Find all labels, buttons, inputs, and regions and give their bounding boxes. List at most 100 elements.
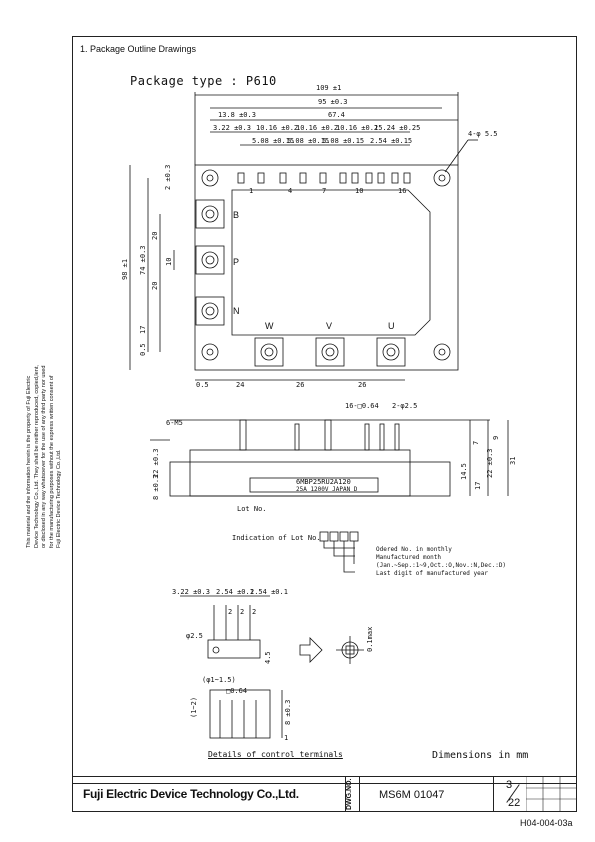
dim-height-overall: 98 ±1 bbox=[121, 259, 129, 280]
screw-callout: 6-M5 bbox=[166, 419, 183, 427]
terminal-u-box bbox=[376, 337, 406, 367]
ct-pin-dim1: (φ1~1.5) bbox=[202, 676, 236, 684]
ct-max: 0.1max bbox=[366, 627, 374, 652]
ct-dim-322: 3.22 ±0.3 bbox=[172, 588, 210, 596]
dim-pitch-a: 10.16 ±0.2 bbox=[256, 124, 298, 132]
terminal-label-n: N bbox=[233, 306, 240, 316]
control-terminal-detail bbox=[207, 639, 261, 659]
mount-hole bbox=[433, 343, 451, 361]
marking-label bbox=[249, 477, 379, 493]
dim-v10: 10 bbox=[165, 258, 173, 266]
dim-h7: 7 bbox=[472, 441, 480, 445]
ct-two: 2 bbox=[252, 608, 256, 616]
ct-two: 2 bbox=[240, 608, 244, 616]
view-arrow bbox=[299, 637, 323, 663]
ct-two: 2 bbox=[228, 608, 232, 616]
dim-h22: 22 ±0.3 bbox=[486, 448, 494, 478]
dwg-number: MS6M 01047 bbox=[379, 789, 445, 801]
dim-h31: 31 bbox=[509, 457, 517, 465]
ct-phi: φ2.5 bbox=[186, 632, 203, 640]
units-note: Dimensions in mm bbox=[432, 750, 529, 761]
ct-dim-254a: 2.54 ±0.1 bbox=[216, 588, 254, 596]
company-name: Fuji Electric Device Technology Co.,Ltd. bbox=[83, 787, 299, 801]
pin-number: 10 bbox=[355, 187, 363, 195]
terminal-p-box bbox=[195, 245, 225, 275]
mount-hole bbox=[201, 169, 219, 187]
page-cell: 3 22 bbox=[493, 777, 527, 811]
dim-sub-d: 2.54 ±0.15 bbox=[370, 137, 412, 145]
dim-v05: 0.5 bbox=[139, 343, 147, 356]
hole-callout: 4-φ 5.5 bbox=[468, 130, 498, 138]
dim-overall-width: 109 ±1 bbox=[316, 84, 341, 92]
pin-callout: 16-□0.64 bbox=[345, 402, 379, 410]
ct-pin-dim2: □0.64 bbox=[226, 687, 247, 695]
pin-number: 1 bbox=[249, 187, 253, 195]
dim-sub-a: 5.08 ±0.15 bbox=[252, 137, 294, 145]
ct-h45: 4.5 bbox=[264, 651, 272, 664]
rating-text: 25A 1200V JAPAN D bbox=[296, 486, 358, 493]
dim-pitch-c: 10.16 ±0.2 bbox=[336, 124, 378, 132]
lot-ordered: Odered No. in monthly bbox=[376, 546, 452, 553]
side-base bbox=[169, 461, 451, 497]
pin-number: 7 bbox=[322, 187, 326, 195]
page-total: 22 bbox=[508, 797, 521, 809]
dim-mount-pitch: 95 ±0.3 bbox=[318, 98, 348, 106]
dim-sub-b: 5.08 ±0.15 bbox=[287, 137, 329, 145]
terminal-b-box bbox=[195, 199, 225, 229]
terminal-n-box bbox=[195, 296, 225, 326]
lot-year: Last digit of manufactured year bbox=[376, 570, 488, 577]
drawing-sheet bbox=[72, 36, 577, 784]
dim-sub-c: 5.08 ±0.15 bbox=[322, 137, 364, 145]
terminal-label-w: W bbox=[265, 321, 274, 331]
ct-pin-dim3: (1~2) bbox=[190, 697, 198, 718]
terminal-label-u: U bbox=[388, 321, 395, 331]
lot-label: Lot No. bbox=[237, 505, 267, 513]
mount-hole bbox=[201, 343, 219, 361]
terminal-label-p: P bbox=[233, 257, 239, 267]
dim-13-8: 13.8 ±0.3 bbox=[218, 111, 256, 119]
section-title: 1. Package Outline Drawings bbox=[80, 44, 197, 54]
dim-bottom-26b: 26 bbox=[358, 381, 366, 389]
lot-indication-title: Indication of Lot No. bbox=[232, 534, 321, 542]
dim-h9: 9 bbox=[492, 436, 500, 440]
dim-bottom-24: 24 bbox=[236, 381, 244, 389]
dim-bottom-26a: 26 bbox=[296, 381, 304, 389]
dim-left-8: 8 ±0.3 bbox=[152, 475, 160, 500]
part-number: 6MBP25RU2A120 bbox=[296, 478, 351, 486]
terminal-label-b: B bbox=[233, 210, 239, 220]
dim-v17: 17 bbox=[139, 326, 147, 334]
module-lid bbox=[231, 189, 431, 336]
ct-pin-dim5: 1 bbox=[284, 734, 288, 742]
title-block: Fuji Electric Device Technology Co.,Ltd.… bbox=[72, 776, 577, 812]
page-number: 3 bbox=[506, 779, 513, 791]
package-type: Package type : P610 bbox=[130, 74, 277, 88]
terminal-label-v: V bbox=[326, 321, 332, 331]
dim-side-2: 2 ±0.3 bbox=[164, 165, 172, 190]
terminal-v-box bbox=[315, 337, 345, 367]
module-body bbox=[194, 164, 459, 371]
terminal-w-box bbox=[254, 337, 284, 367]
dim-height-74: 74 ±0.3 bbox=[139, 245, 147, 275]
revision-grid bbox=[526, 777, 576, 811]
lot-month: Manufactured month bbox=[376, 554, 441, 561]
ct-dim-254b: 2.54 ±0.1 bbox=[250, 588, 288, 596]
pin-number: 16 bbox=[398, 187, 406, 195]
dim-v20b: 20 bbox=[151, 282, 159, 290]
pin-dia-callout: 2-φ2.5 bbox=[392, 402, 417, 410]
dim-pin-offset: 3.22 ±0.3 bbox=[213, 124, 251, 132]
dim-67-4: 67.4 bbox=[328, 111, 345, 119]
dim-left-22: 22 ±0.3 bbox=[152, 448, 160, 478]
pin-number: 4 bbox=[288, 187, 292, 195]
dim-h14-5: 14.5 bbox=[460, 463, 468, 480]
dim-h17: 17 bbox=[474, 482, 482, 490]
dim-pitch-b: 10.16 ±0.2 bbox=[296, 124, 338, 132]
dwg-no-label: DWG.NO. bbox=[345, 777, 360, 811]
footer-code: H04-004-03a bbox=[520, 818, 573, 828]
dim-v20a: 20 bbox=[151, 232, 159, 240]
ct-pin-dim4: 8 ±0.3 bbox=[284, 700, 292, 725]
dim-pitch-d: 15.24 ±0.25 bbox=[374, 124, 420, 132]
details-title: Details of control terminals bbox=[208, 750, 343, 759]
mount-hole bbox=[433, 169, 451, 187]
lot-month-codes: (Jan.~Sep.:1~9,Oct.:O,Nov.:N,Dec.:D) bbox=[376, 562, 506, 569]
